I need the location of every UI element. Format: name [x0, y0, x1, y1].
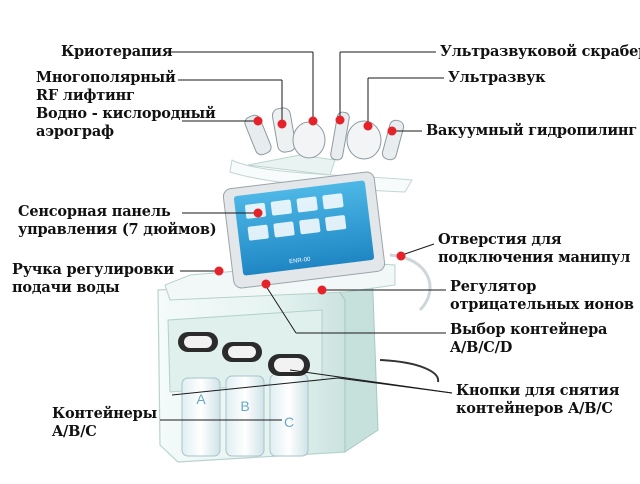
- label-vacuum-hydropeeling: Вакуумный гидропилинг: [426, 122, 637, 139]
- cable: [379, 359, 440, 383]
- label-multipolar-rf-1: Многополярный: [36, 69, 176, 86]
- label-containers-2: A/B/C: [52, 423, 97, 440]
- container-letter-c: C: [284, 414, 294, 430]
- label-touch-panel-2: управления (7 дюймов): [18, 221, 217, 238]
- label-ultrasonic-scrubber: Ультразвуковой скрабер: [440, 43, 640, 60]
- screen-stand: [247, 154, 336, 176]
- label-negative-ion-1: Регулятор: [450, 278, 537, 295]
- label-container-select-2: A/B/C/D: [450, 339, 513, 356]
- container-letter-b: B: [240, 398, 249, 414]
- leader-lines: [160, 51, 453, 421]
- container-letter-a: A: [196, 391, 206, 407]
- label-ultrasound: Ультразвук: [448, 69, 546, 86]
- containers: A B C: [181, 373, 309, 457]
- label-touch-panel-1: Сенсорная панель: [18, 203, 171, 220]
- label-water-knob-1: Ручка регулировки: [12, 261, 174, 278]
- label-cryotherapy: Криотерапия: [61, 43, 173, 60]
- release-buttons: [178, 332, 310, 376]
- label-handpiece-ports-1: Отверстия для: [438, 231, 562, 248]
- label-release-buttons-2: контейнеров A/B/C: [456, 400, 613, 417]
- tube: [389, 253, 432, 312]
- handpieces: [244, 107, 405, 161]
- label-containers-1: Контейнеры: [52, 405, 157, 422]
- label-oxygen-airbrush-2: аэрограф: [36, 123, 114, 140]
- label-handpiece-ports-2: подключения манипул: [438, 249, 631, 266]
- touch-screen: ENR-00: [222, 171, 386, 289]
- label-container-select-1: Выбор контейнера: [450, 321, 608, 338]
- label-negative-ion-2: отрицательных ионов: [450, 296, 634, 313]
- screen-label: ENR-00: [289, 257, 312, 266]
- label-release-buttons-1: Кнопки для снятия: [456, 382, 620, 399]
- markers: [214, 115, 406, 295]
- label-oxygen-airbrush-1: Водно - кислородный: [36, 105, 216, 122]
- label-water-knob-2: подачи воды: [12, 279, 120, 296]
- label-multipolar-rf-2: RF лифтинг: [36, 87, 135, 104]
